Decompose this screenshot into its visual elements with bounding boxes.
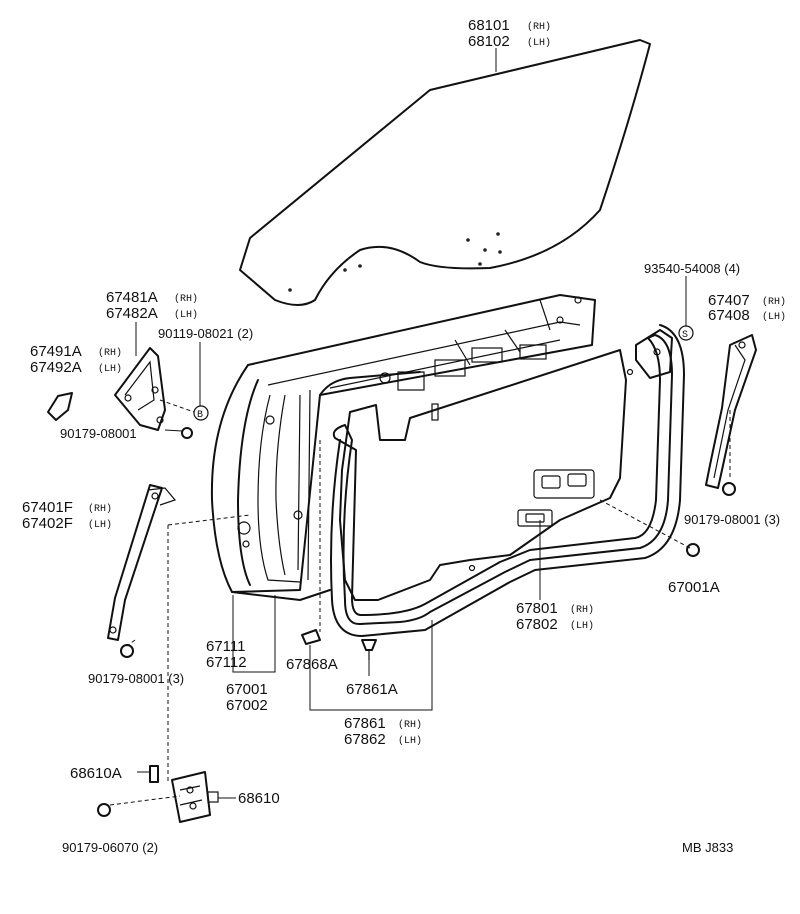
label-cover-674: 67491A (RH) 67492A (LH) [30,343,122,376]
rail-left [107,484,177,641]
svg-text:(LH): (LH) [527,37,551,49]
svg-text:(LH): (LH) [570,620,594,632]
svg-text:S: S [682,330,688,341]
svg-text:67402F: 67402F [22,515,73,532]
svg-text:67401F: 67401F [22,499,73,516]
svg-text:68101: 68101 [468,17,510,34]
trim-panel [339,349,634,601]
svg-text:(LH): (LH) [98,363,122,375]
svg-text:67492A: 67492A [30,359,82,376]
label-panel-67111: 67111 [206,638,246,655]
label-bracket-674: 67481A (RH) 67482A (LH) [106,289,198,322]
svg-text:(LH): (LH) [88,519,112,531]
label-nut-90179-a: 90179-08001 [60,426,137,441]
weatherstrip [330,324,685,637]
label-clip-67001a: 67001A [668,579,720,596]
svg-text:67801: 67801 [516,600,558,617]
svg-text:(LH): (LH) [398,735,422,747]
hinge-68610 [171,771,219,823]
label-nut-90179-right: 90179-08001 (3) [684,512,780,527]
label-glass: 68101 (RH) 68102 (LH) [468,17,551,50]
svg-text:(LH): (LH) [174,309,198,321]
clip-67001a [686,543,700,557]
clip-67868a [301,629,321,645]
svg-text:67491A: 67491A [30,343,82,360]
pin-68610a [149,765,159,783]
label-bolt-93540: 93540-54008 (4) [644,261,740,276]
label-ref-code: MB J833 [682,840,733,855]
svg-text:(RH): (RH) [570,604,594,616]
svg-text:67482A: 67482A [106,305,158,322]
label-clip-67868a: 67868A [286,656,338,673]
label-screw-90119: 90119-08021 (2) [158,326,253,341]
svg-text:67802: 67802 [516,616,558,633]
nut-90179-left [120,644,134,658]
svg-text:67407: 67407 [708,292,750,309]
label-rail-67401: 67401F (RH) 67402F (LH) [22,499,112,532]
label-panel-67112: 67112 [206,654,247,671]
svg-text:(RH): (RH) [762,296,786,308]
label-trim-67801: 67801 (RH) 67802 (LH) [516,600,594,633]
svg-text:67481A: 67481A [106,289,158,306]
label-door-67002: 67002 [226,697,268,714]
label-nut-90179-left: 90179-08001 (3) [88,671,184,686]
label-pin-68610a: 68610A [70,765,122,782]
marker-b: B [193,405,209,421]
svg-text:(RH): (RH) [88,503,112,515]
label-rail-67407: 67407 (RH) 67408 (LH) [708,292,786,324]
door-shell [210,294,596,601]
svg-text:67862: 67862 [344,731,386,748]
svg-text:(RH): (RH) [98,347,122,359]
vent-cover [47,392,73,421]
vent-bracket [114,347,166,431]
marker-s: S [678,325,694,341]
svg-text:(RH): (RH) [174,293,198,305]
label-clip-67861a: 67861A [346,681,398,698]
door-glass [239,39,651,306]
svg-text:68102: 68102 [468,33,510,50]
clip-67861a [361,639,377,660]
label-hinge-68610: 68610 [238,790,280,807]
svg-text:(RH): (RH) [527,21,551,33]
nut-90179-06070 [97,803,111,817]
label-door-67001: 67001 [226,681,268,698]
nut-90179-a [181,427,193,439]
svg-text:(LH): (LH) [762,311,786,323]
label-weather-67861: 67861 (RH) 67862 (LH) [344,715,422,748]
nut-90179-right [722,482,736,496]
rail-right [705,334,757,489]
label-nut-90179-06070: 90179-06070 (2) [62,840,158,855]
svg-text:67408: 67408 [708,307,750,324]
svg-text:67861: 67861 [344,715,386,732]
svg-text:B: B [197,410,203,421]
svg-text:(RH): (RH) [398,719,422,731]
